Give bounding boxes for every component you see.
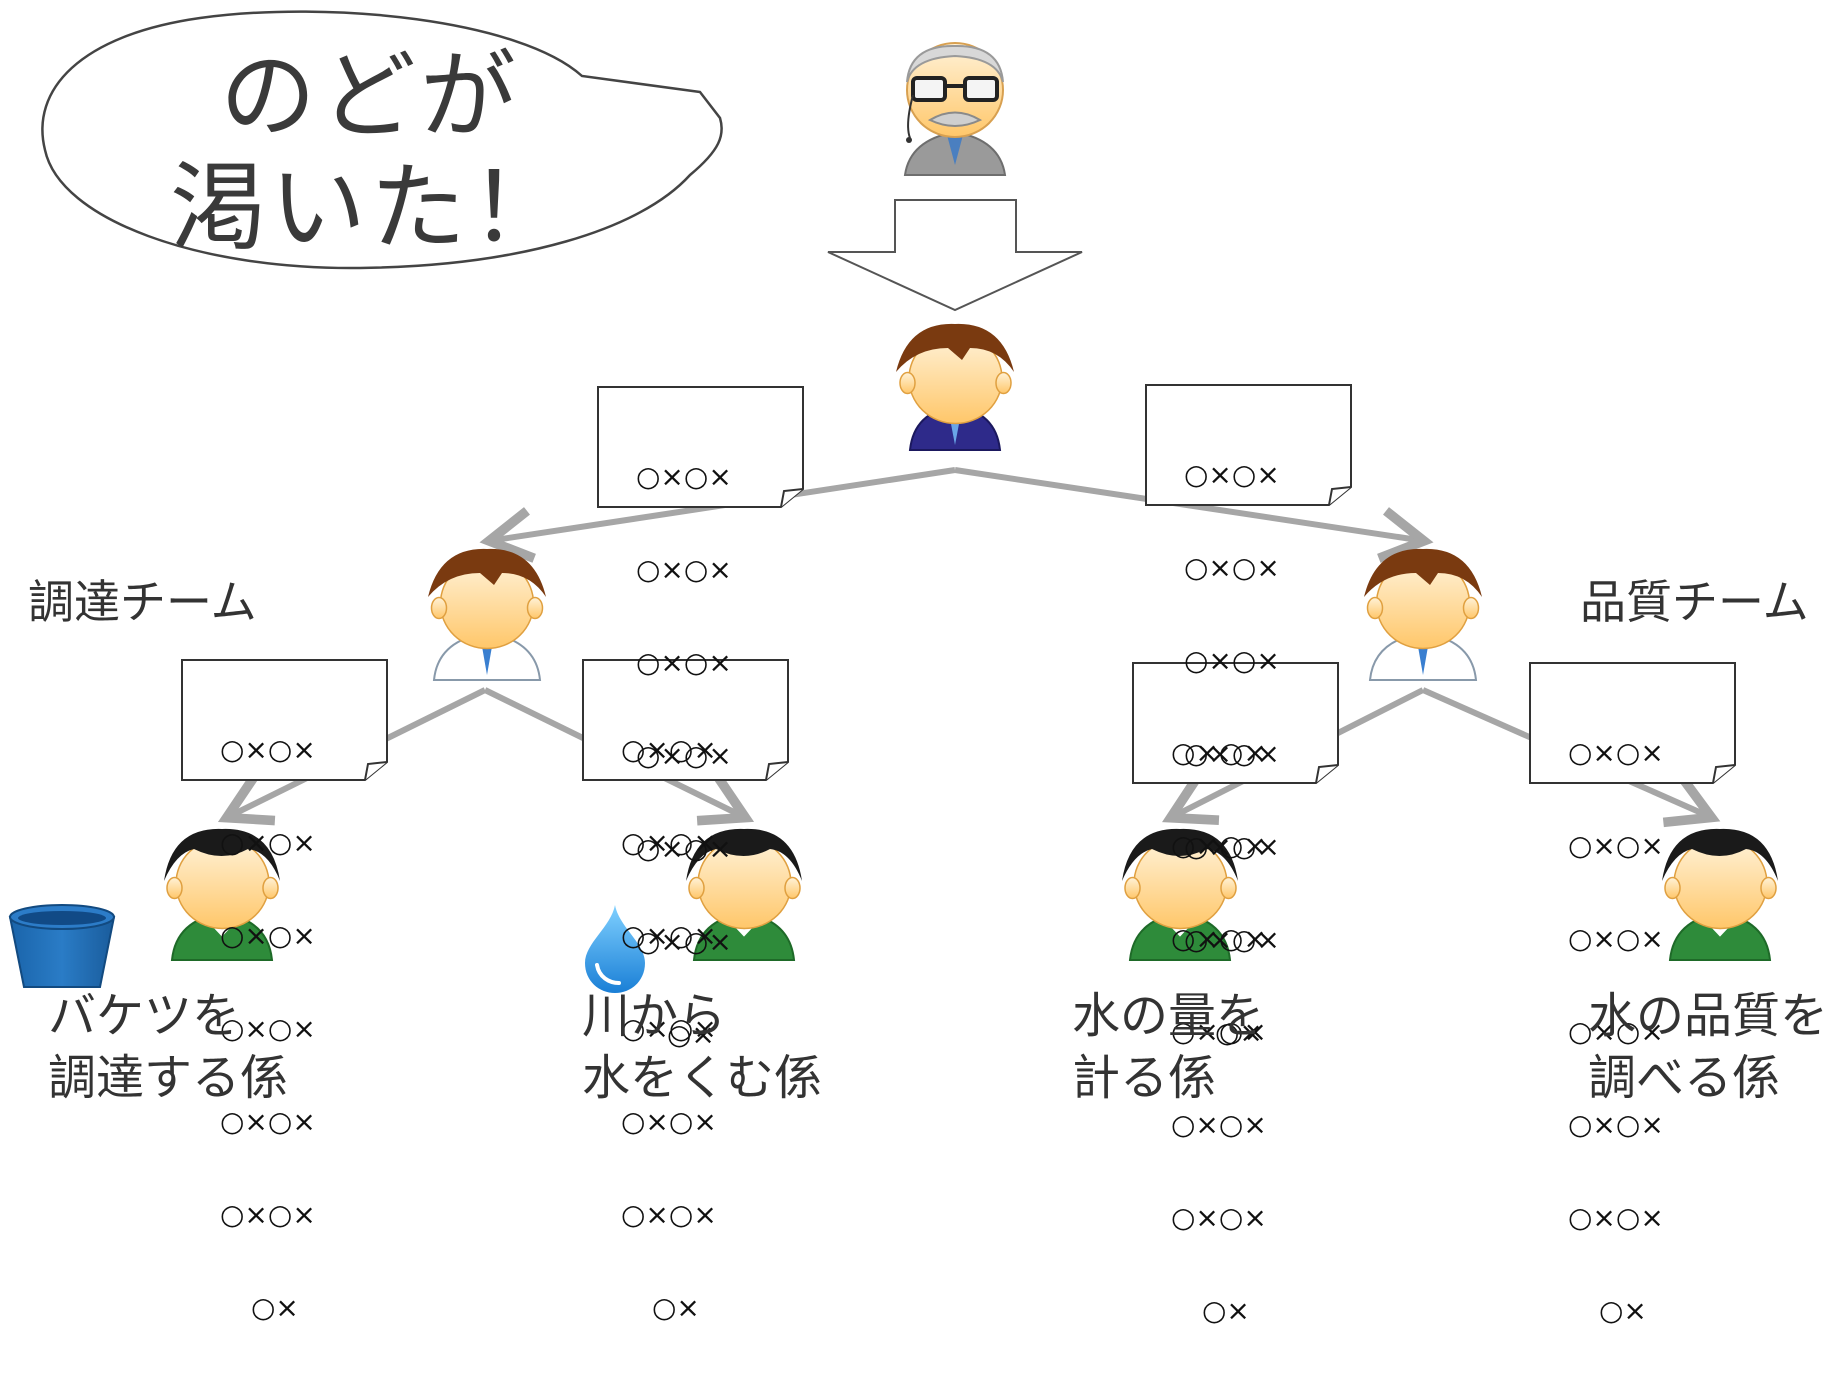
memo-line: ○× [1202,1294,1250,1327]
old-man-icon [903,42,1007,176]
team-label-quality: 品質チーム [1580,575,1809,629]
memo-line: ○×○× [1184,458,1280,491]
memo-line: ○×○× [1184,923,1280,956]
speech-bubble [41,10,723,270]
memo-line: ○×○× [220,1012,316,1045]
memo-paper [1529,662,1736,784]
memo-paper [597,386,804,508]
memo-line: ○×○× [1171,922,1267,955]
memo-line: ○× [1215,1016,1263,1049]
memo-line: ○× [667,1018,715,1051]
memo-line: ○×○× [220,826,316,859]
role-label-line: 調べる係 [1588,1050,1781,1106]
worker-icon [686,828,802,961]
speech-line-2: 渇いた！ [170,152,570,264]
memo-line: ○× [652,1291,700,1324]
memo-line: ○×○× [220,919,316,952]
memo-line: ○× [251,1291,299,1324]
worker-icon [1662,828,1778,961]
memo-line: ○×○× [621,733,717,766]
role-label-line: 水をくむ係 [582,1050,823,1106]
role-label-line: バケツを [48,988,241,1044]
memo-line: ○×○× [621,1012,717,1045]
memo-line: ○×○× [621,919,717,952]
memo-paper [1145,384,1352,506]
memo-paper [1132,662,1339,784]
role-label: 水の量を 計る係 [1072,985,1264,1109]
role-label-line: 川から [582,988,727,1044]
memo-line: ○×○× [220,1198,316,1231]
memo-line: ○×○× [1171,736,1267,769]
memo-line: ○×○× [1568,1201,1664,1234]
memo-line: ○×○× [621,1198,717,1231]
memo-line: ○×○× [1171,1108,1267,1141]
role-label: 水の品質を 調べる係 [1588,985,1828,1109]
memo-line: ○×○× [621,826,717,859]
leader-icon [1364,548,1482,681]
role-label: 川から 水をくむ係 [582,985,822,1109]
worker-icon [164,828,280,961]
role-label-line: 水の品質を [1588,988,1829,1044]
memo-line: ○×○× [1568,1108,1664,1141]
memo-line: ○×○× [621,1105,717,1138]
memo-line: ○×○× [636,553,732,586]
memo-line: ○×○× [1184,737,1280,770]
memo-line: ○×○× [636,460,732,493]
org-diagram [8,10,1778,993]
memo-line: ○×○× [1184,644,1280,677]
memo-paper [181,659,388,781]
memo-line: ○×○× [1171,1201,1267,1234]
speech-line-1: のどが [220,40,520,152]
memo-line: ○×○× [1568,736,1664,769]
role-label-line: 調達する係 [48,1050,289,1106]
speech-text: のどが 渇いた！ [140,40,600,264]
team-label-procurement: 調達チーム [28,575,257,629]
worker-icon [1122,828,1238,961]
memo-line: ○×○× [1184,830,1280,863]
memo-line: ○×○× [1568,829,1664,862]
memo-line: ○×○× [1184,551,1280,584]
memo-paper [582,659,789,781]
leader-icon [428,548,546,681]
memo-line: ○×○× [1171,829,1267,862]
memo-line: ○×○× [1568,922,1664,955]
role-label: バケツを 調達する係 [48,985,288,1109]
memo-line: ○×○× [220,733,316,766]
water-drop-icon [585,905,645,993]
down-arrow [827,199,1083,312]
connectors [217,467,1721,828]
memo-line: ○×○× [1171,1015,1267,1048]
bucket-icon [8,904,116,988]
memo-line: ○×○× [1568,1015,1664,1048]
role-label-line: 水の量を [1072,988,1265,1044]
memo-line: ○×○× [220,1105,316,1138]
memo-line: ○×○× [636,646,732,679]
memo-line: ○×○× [636,739,732,772]
memo-line: ○× [1599,1294,1647,1327]
role-label-line: 計る係 [1072,1050,1217,1106]
manager-icon [896,323,1014,451]
memo-line: ○×○× [636,832,732,865]
memo-line: ○×○× [636,925,732,958]
